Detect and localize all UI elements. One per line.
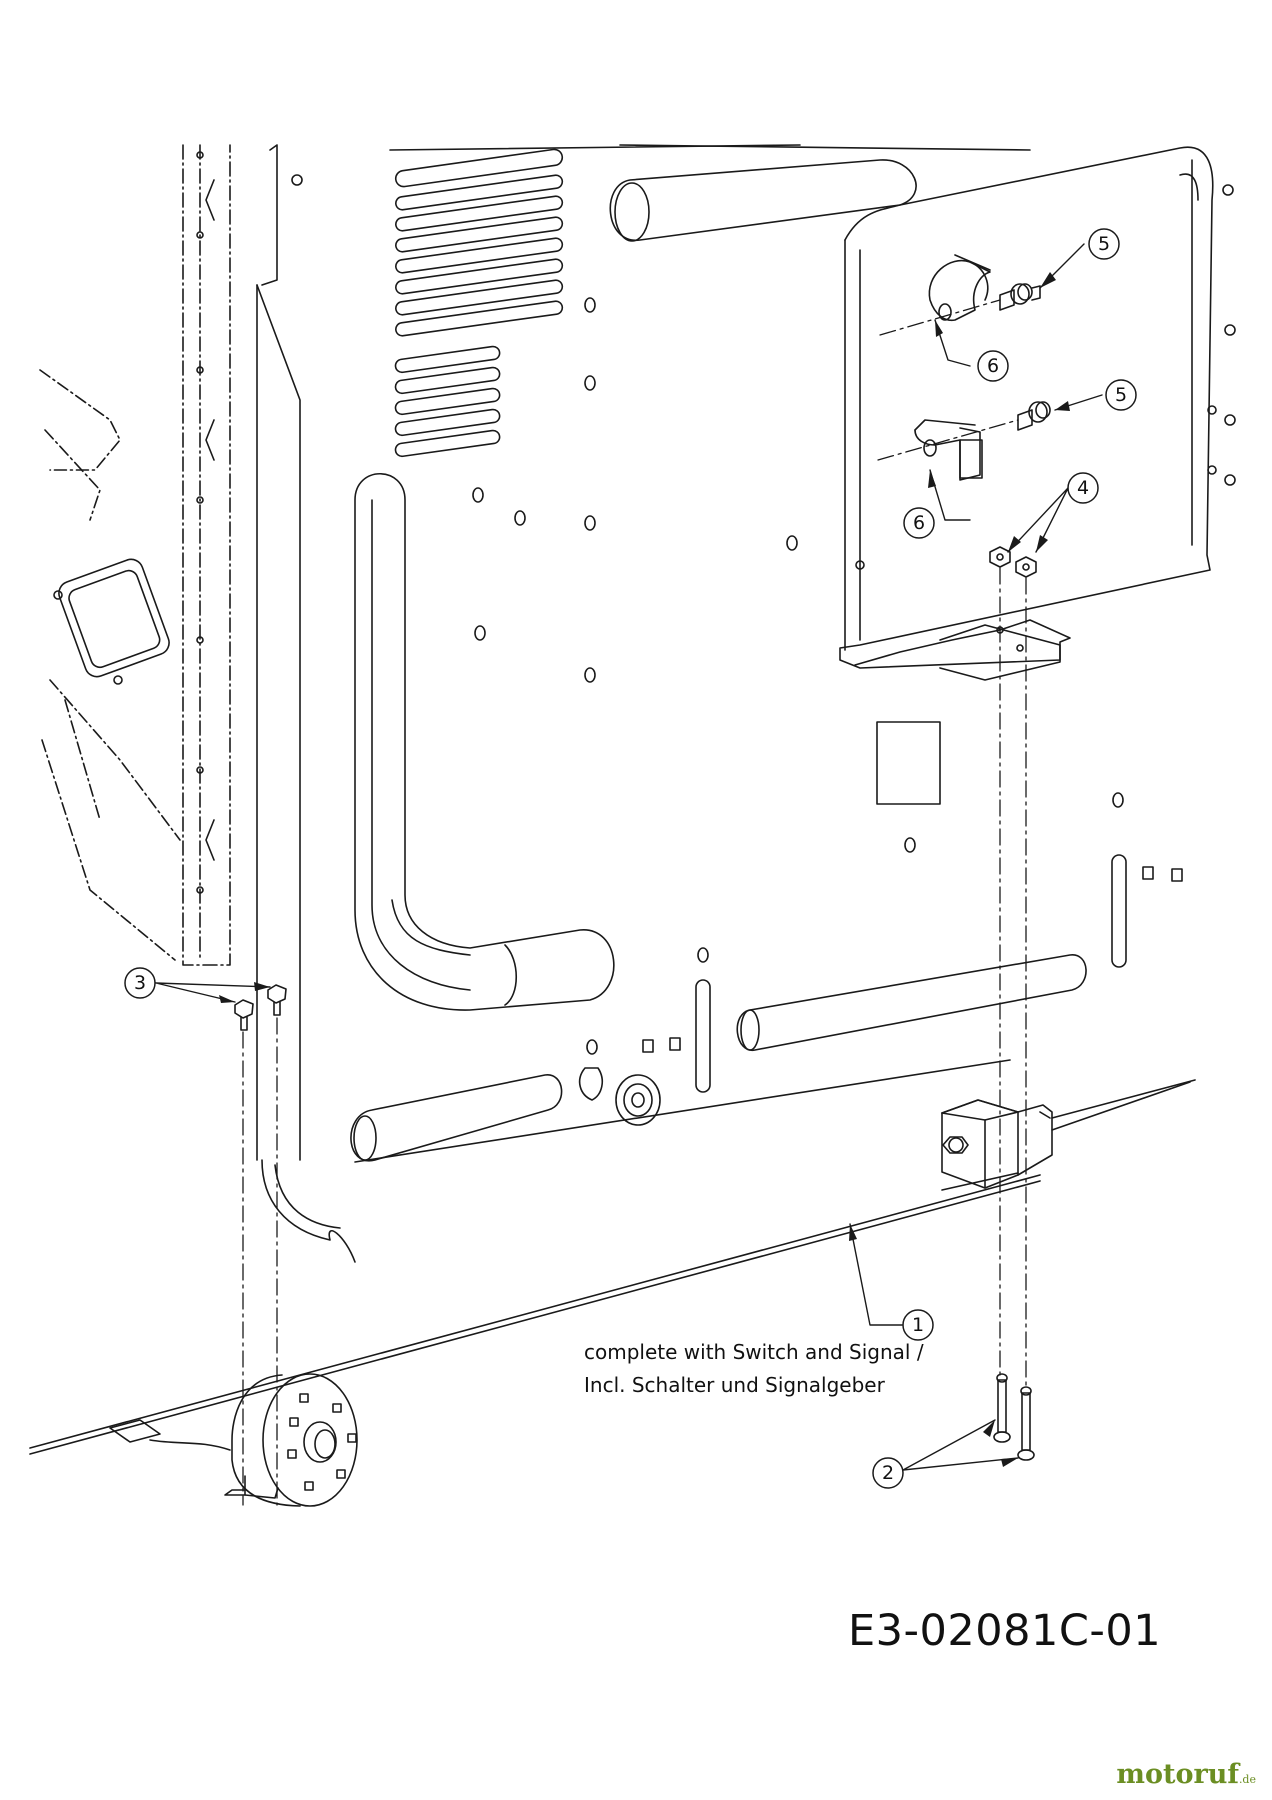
- back-panel: [354, 144, 1031, 1163]
- screws-item-5: [999, 283, 1051, 431]
- brand-domain: .de: [1238, 1773, 1256, 1786]
- callout-4-circle: [1067, 472, 1099, 504]
- callout-3-circle: [124, 967, 156, 999]
- clip-lower: [914, 419, 983, 481]
- signal-buzzer: [224, 1373, 358, 1507]
- callout-5a-label: 5: [1098, 233, 1110, 255]
- callout-6a-circle: [977, 350, 1009, 382]
- callout-1-circle: [902, 1309, 934, 1341]
- callout-1-label: 1: [912, 1314, 924, 1336]
- nuts-item-4: [989, 546, 1037, 578]
- callout-5b-label: 5: [1115, 384, 1127, 406]
- drawing-code: E3-02081C-01: [848, 1606, 1162, 1656]
- callout-4-label: 4: [1077, 477, 1089, 499]
- callout-6a-label: 6: [987, 355, 999, 377]
- callout-labels: 1 2 3 4 5 5 6 6: [134, 233, 1127, 1484]
- vent-louvres: [394, 148, 564, 458]
- side-panel: [182, 144, 231, 966]
- callout-arrowheads: [219, 272, 1070, 1467]
- brand-logo: motoruf.de: [1116, 1759, 1256, 1790]
- callout-2-label: 2: [882, 1462, 894, 1484]
- cable-harness: [29, 1172, 1041, 1455]
- bolts-item-2: [993, 1373, 1035, 1461]
- rubber-grommet: [53, 558, 170, 685]
- switch-housing: [941, 1079, 1196, 1189]
- top-tube: [609, 159, 917, 242]
- bushing: [615, 1074, 661, 1126]
- cable-note-line-2: Incl. Schalter und Signalgeber: [584, 1373, 885, 1397]
- callout-2-circle: [872, 1457, 904, 1489]
- lower-tube-right: [736, 954, 1087, 1051]
- screws-item-3: [234, 984, 287, 1031]
- handle-tube: [354, 473, 615, 1011]
- callout-6b-circle: [903, 507, 935, 539]
- lower-tube-left: [350, 1074, 563, 1162]
- vertical-rail: [256, 144, 356, 1263]
- assembly-lines: [242, 299, 1027, 1506]
- callout-circles: [124, 228, 1137, 1489]
- cable-note-line-1: complete with Switch and Signal /: [584, 1340, 924, 1364]
- brand-name: motoruf: [1116, 1759, 1239, 1790]
- switch-bracket: [839, 146, 1236, 681]
- panel-holes: [472, 297, 1183, 1101]
- background-parts: [39, 369, 181, 961]
- callout-3-label: 3: [134, 972, 146, 994]
- clip-upper: [928, 254, 991, 322]
- callout-5b-circle: [1105, 379, 1137, 411]
- callout-6b-label: 6: [913, 512, 925, 534]
- cable-note: complete with Switch and Signal / Incl. …: [584, 1336, 924, 1402]
- callout-5a-circle: [1088, 228, 1120, 260]
